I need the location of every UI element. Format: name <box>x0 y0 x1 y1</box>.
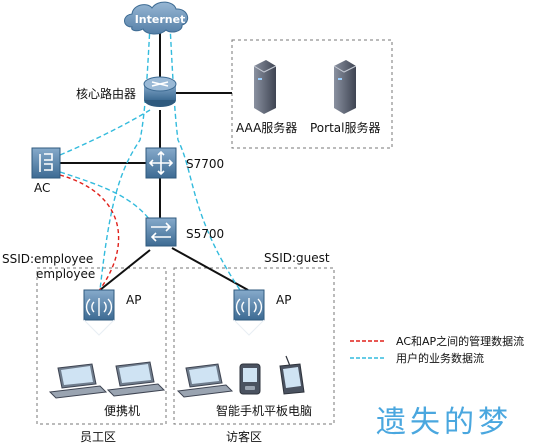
staff-area-box <box>36 267 167 425</box>
smart-devices-label: 智能手机平板电脑 <box>216 403 312 418</box>
internet-label: Internet <box>135 13 186 26</box>
s7700-switch-icon <box>145 147 177 179</box>
internet-cloud-icon <box>124 1 189 35</box>
legend: AC和AP之间的管理数据流 用户的业务数据流 <box>350 334 524 365</box>
ap-right-icon <box>233 289 265 336</box>
physical-links <box>60 26 249 291</box>
aaa-server-icon <box>253 60 277 114</box>
legend-user-flow-label: 用户的业务数据流 <box>396 351 484 365</box>
ap-left-icon <box>83 289 115 336</box>
core-router-label: 核心路由器 <box>76 86 136 101</box>
s5700-switch-icon <box>145 217 177 247</box>
guest-area-box <box>173 267 335 425</box>
tablet-icon <box>279 355 305 395</box>
aaa-server-label: AAA服务器 <box>236 120 297 135</box>
portal-server-label: Portal服务器 <box>310 120 380 135</box>
portal-server-icon <box>333 60 357 114</box>
user-data-flow-lines <box>59 25 241 291</box>
smartphone-icon <box>239 363 261 395</box>
employee-label: employee <box>36 267 95 281</box>
laptop-label: 便携机 <box>104 403 140 418</box>
management-flow-line <box>59 174 120 293</box>
s7700-label: S7700 <box>186 157 224 171</box>
watermark-text: 遗失的梦 <box>376 405 512 440</box>
laptop-icon <box>176 363 234 398</box>
laptop-icon <box>106 361 166 397</box>
laptop-icon <box>48 363 108 399</box>
ap-right-label: AP <box>276 293 291 307</box>
ac-controller-icon <box>31 147 61 179</box>
s5700-label: S5700 <box>186 227 224 241</box>
guest-area-label: 访客区 <box>226 429 262 444</box>
core-router-icon <box>143 76 177 107</box>
ssid-guest-label: SSID:guest <box>264 251 330 265</box>
ssid-employee-label: SSID:employee <box>2 252 93 266</box>
staff-area-label: 员工区 <box>80 430 116 444</box>
ac-label: AC <box>34 181 50 195</box>
ap-left-label: AP <box>126 293 141 307</box>
legend-management-label: AC和AP之间的管理数据流 <box>396 334 524 348</box>
